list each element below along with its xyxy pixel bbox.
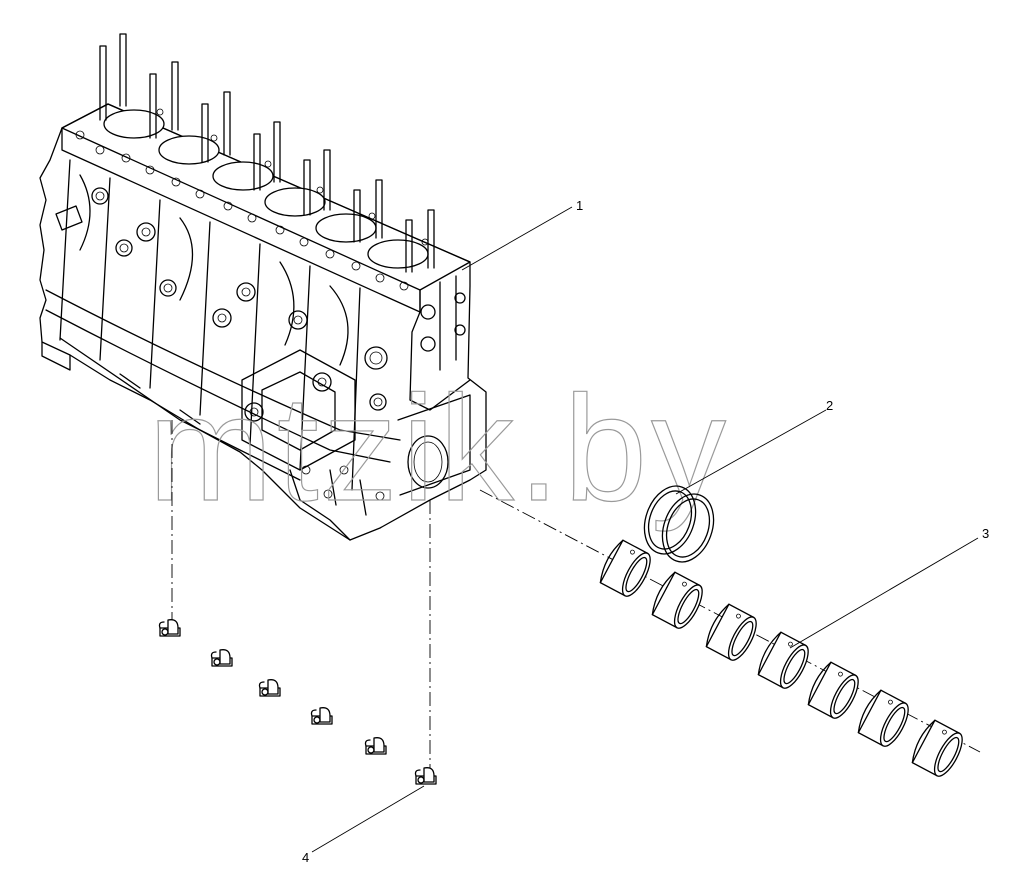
- bearing-shell: [807, 661, 859, 719]
- head-studs: [99, 33, 435, 273]
- cooling-nozzle: [158, 619, 181, 637]
- bearing-shell: [705, 603, 757, 661]
- cooling-nozzle: [210, 649, 233, 667]
- engine-block: [39, 33, 487, 541]
- main-bearing-shells: [599, 539, 963, 777]
- cooling-nozzle: [364, 737, 387, 755]
- callout-1: 1: [461, 198, 583, 271]
- cooling-nozzle: [258, 679, 281, 697]
- callout-2-label: 2: [826, 398, 833, 413]
- crankcase-lower: [41, 341, 471, 541]
- watermark: mtzik.by: [148, 364, 730, 532]
- callout-3: 3: [789, 526, 989, 649]
- bearing-shell: [651, 571, 703, 629]
- callout-1-label: 1: [576, 198, 583, 213]
- cooling-nozzle: [414, 767, 437, 785]
- bearing-shell: [857, 689, 909, 747]
- callout-4-label: 4: [302, 850, 309, 865]
- deck-holes: [75, 108, 429, 291]
- cylinder-bores: [103, 109, 429, 269]
- bearing-shell: [911, 719, 963, 777]
- callout-2: 2: [675, 398, 833, 495]
- side-ports: [55, 187, 466, 422]
- bearing-shell: [599, 539, 651, 597]
- piston-cooling-nozzles: [158, 619, 437, 785]
- callout-3-label: 3: [982, 526, 989, 541]
- cooling-nozzle: [310, 707, 333, 725]
- callout-4: 4: [302, 785, 425, 865]
- thrust-washers: [643, 485, 715, 563]
